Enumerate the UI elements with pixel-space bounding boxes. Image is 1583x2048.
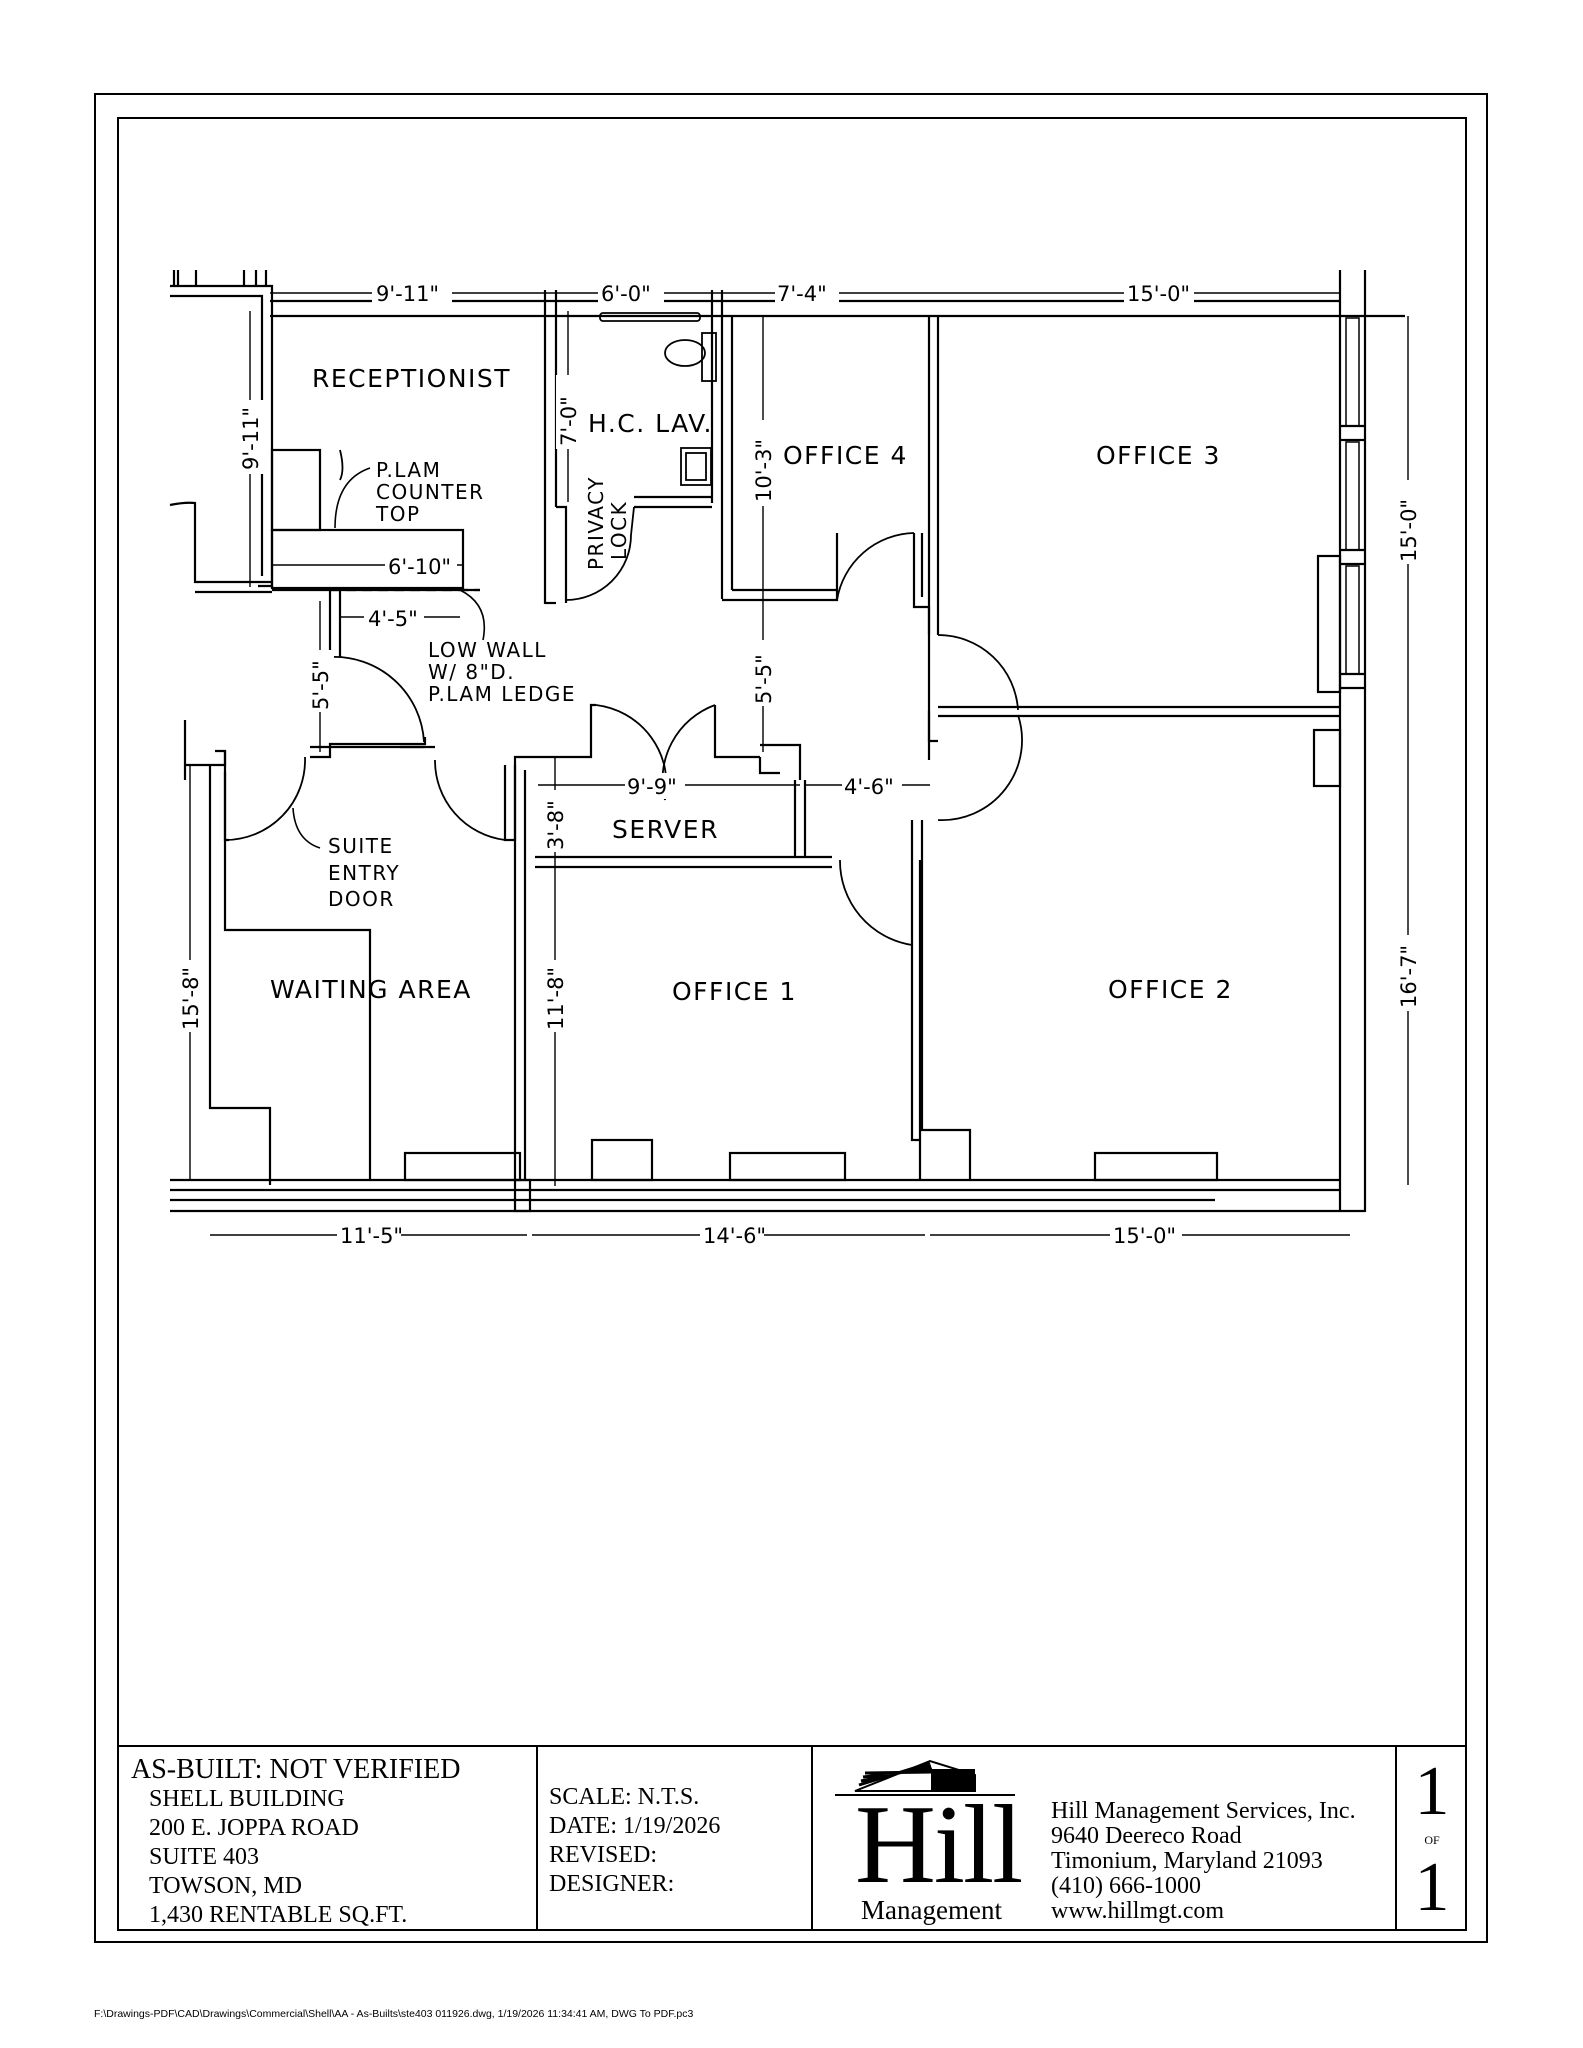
sheet-of-label: OF (1424, 1833, 1440, 1847)
logo-wordmark: Hill (855, 1783, 1023, 1907)
building-logo-icon (835, 1759, 1015, 1796)
note-low-wall-line-2: W/ 8"D. (428, 660, 515, 684)
note-privacy-line-2: LOCK (607, 501, 631, 560)
dim-waiting-height: 15'-8" (179, 967, 203, 1030)
room-label-server: SERVER (612, 815, 719, 844)
note-counter-line-1: P.LAM (376, 458, 441, 482)
room-label-receptionist: RECEPTIONIST (312, 364, 511, 393)
room-label-office-3: OFFICE 3 (1096, 441, 1221, 470)
company-website: www.hillmgt.com (1051, 1898, 1225, 1924)
dim-low-wall-width: 4'-5" (368, 607, 418, 631)
dim-server-height: 3'-8" (544, 800, 568, 850)
company-city: Timonium, Maryland 21093 (1051, 1848, 1323, 1874)
project-area: 1,430 RENTABLE SQ.FT. (149, 1902, 408, 1928)
company-name: Hill Management Services, Inc. (1051, 1798, 1356, 1824)
dim-server-width: 9'-9" (627, 775, 677, 799)
dim-bottom-office1: 14'-6" (703, 1224, 766, 1248)
project-address: 200 E. JOPPA ROAD (149, 1815, 359, 1841)
dim-top-lav: 6'-0" (601, 282, 651, 306)
dim-top-office4: 7'-4" (777, 282, 827, 306)
logo-subtitle: Management (861, 1895, 1002, 1925)
note-counter-line-2: COUNTER (376, 480, 485, 504)
dim-office1-height: 11'-8" (544, 967, 568, 1030)
company-contact: Hill Management Services, Inc. 9640 Deer… (1051, 1799, 1356, 1924)
file-path-footer: F:\Drawings-PDF\CAD\Drawings\Commercial\… (94, 2008, 694, 2020)
lav-fixtures (599, 312, 717, 486)
drawing-meta-cell: SCALE: N.T.S. DATE: 1/19/2026 REVISED: D… (538, 1747, 813, 1931)
note-suite-entry-line-3: DOOR (328, 887, 395, 911)
note-low-wall-line-1: LOW WALL (428, 638, 547, 662)
sheet-current: 1 (1414, 1753, 1450, 1830)
dim-office4-height: 10'-3" (752, 439, 776, 502)
sheet-inner-border (117, 117, 1467, 1931)
company-cell: Hill Management Hill Management Services… (813, 1747, 1397, 1931)
drawing-designer: DESIGNER: (549, 1871, 675, 1897)
room-label-office-2: OFFICE 2 (1108, 975, 1233, 1004)
room-label-hc-lav: H.C. LAV. (588, 409, 713, 438)
sheet-outer-border (94, 93, 1488, 1943)
dim-entry-height: 5'-5" (309, 660, 333, 710)
dim-bottom-office2: 15'-0" (1113, 1224, 1176, 1248)
dim-corridor-height: 5'-5" (752, 654, 776, 704)
dim-bottom-waiting: 11'-5" (340, 1224, 403, 1248)
project-info-cell: AS-BUILT: NOT VERIFIED SHELL BUILDING 20… (117, 1747, 538, 1931)
drawing-scale: SCALE: N.T.S. (549, 1784, 700, 1810)
sheet-number-cell: 1 OF 1 (1397, 1747, 1467, 1931)
dim-lav-height: 7'-0" (557, 396, 581, 446)
dim-top-receptionist: 9'-11" (376, 282, 439, 306)
note-suite-entry-line-1: SUITE (328, 834, 394, 858)
dim-counter-width: 6'-10" (388, 555, 451, 579)
project-city: TOWSON, MD (149, 1873, 302, 1899)
title-block: AS-BUILT: NOT VERIFIED SHELL BUILDING 20… (117, 1745, 1467, 1931)
company-logo: Hill Management (835, 1755, 1023, 1925)
note-suite-entry-line-2: ENTRY (328, 861, 400, 885)
drawing-date: DATE: 1/19/2026 (549, 1813, 721, 1839)
dim-top-office3: 15'-0" (1127, 282, 1190, 306)
project-building: SHELL BUILDING (149, 1786, 345, 1812)
note-counter-line-3: TOP (375, 502, 421, 526)
sheet-total: 1 (1414, 1849, 1450, 1926)
project-suite: SUITE 403 (149, 1844, 259, 1870)
dim-office3-height: 15'-0" (1397, 499, 1421, 562)
drawing-revised: REVISED: (549, 1842, 657, 1868)
leaders (292, 467, 486, 849)
room-label-waiting-area: WAITING AREA (270, 975, 472, 1004)
dim-left-receptionist: 9'-11" (239, 407, 263, 470)
dim-corridor-width: 4'-6" (844, 775, 894, 799)
company-phone: (410) 666-1000 (1051, 1873, 1201, 1899)
company-street: 9640 Deereco Road (1051, 1823, 1242, 1849)
note-low-wall-line-3: P.LAM LEDGE (428, 682, 576, 706)
project-status-heading: AS-BUILT: NOT VERIFIED (131, 1754, 461, 1785)
room-label-office-4: OFFICE 4 (783, 441, 908, 470)
room-label-office-1: OFFICE 1 (672, 977, 797, 1006)
walls (169, 270, 1405, 1213)
note-privacy-line-1: PRIVACY (584, 476, 608, 570)
dim-office2-height: 16'-7" (1397, 945, 1421, 1008)
